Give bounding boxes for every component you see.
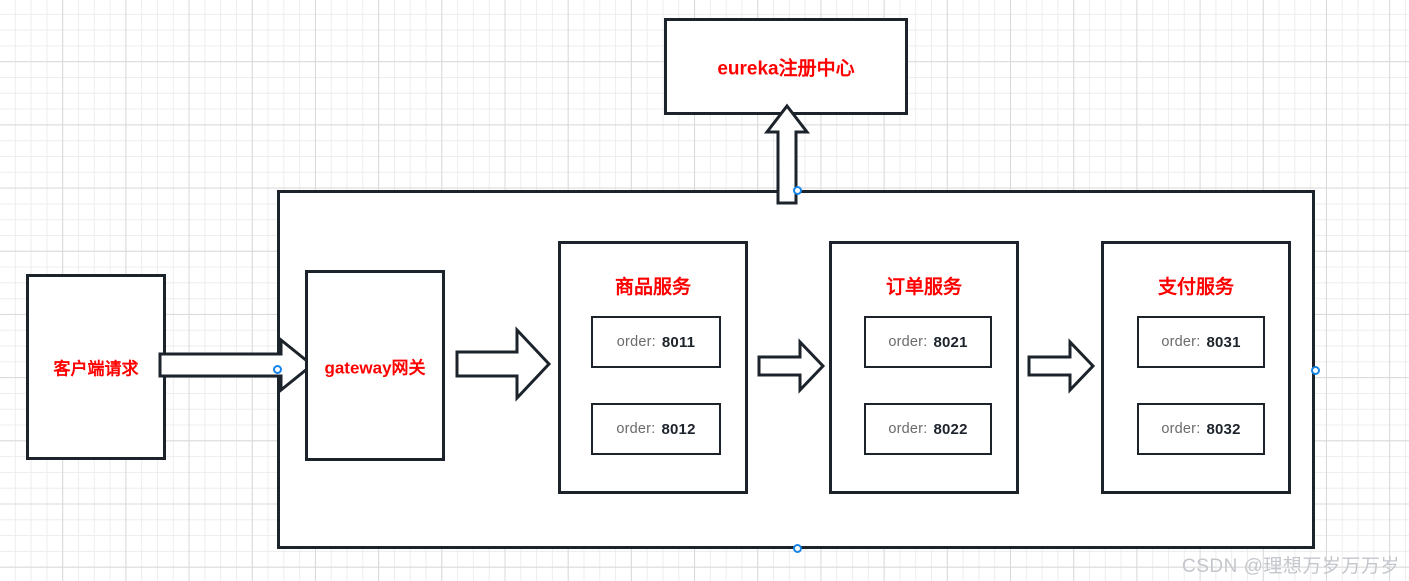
- instance-box[interactable]: order: 8032: [1137, 403, 1265, 455]
- node-client-request[interactable]: 客户端请求: [26, 274, 166, 460]
- arrow-product-to-order-service[interactable]: [757, 338, 826, 394]
- instance-key: order:: [616, 421, 656, 437]
- instance-box[interactable]: order: 8022: [864, 403, 992, 455]
- anchor-point-cluster-top[interactable]: [793, 186, 802, 195]
- gateway-label: gateway网关: [324, 358, 426, 377]
- node-order-service[interactable]: 订单服务 order: 8021 order: 8022: [829, 241, 1019, 494]
- instance-box[interactable]: order: 8021: [864, 316, 992, 368]
- anchor-point-cluster-right[interactable]: [1311, 366, 1320, 375]
- node-product-service[interactable]: 商品服务 order: 8011 order: 8012: [558, 241, 748, 494]
- instance-box[interactable]: order: 8011: [591, 316, 721, 368]
- instance-port: 8022: [933, 420, 968, 438]
- instance-port: 8012: [661, 420, 696, 438]
- product-service-label: 商品服务: [614, 277, 691, 298]
- arrow-order-to-payment-service[interactable]: [1027, 338, 1096, 394]
- instance-key: order:: [1161, 334, 1201, 350]
- instance-port: 8021: [933, 333, 968, 351]
- arrow-client-to-gateway[interactable]: [158, 336, 315, 394]
- instance-key: order:: [616, 334, 656, 350]
- payment-service-label: 支付服务: [1157, 277, 1234, 298]
- node-eureka-registry[interactable]: eureka注册中心: [664, 18, 908, 115]
- instance-port: 8032: [1206, 420, 1241, 438]
- eureka-registry-label: eureka注册中心: [717, 58, 855, 79]
- node-gateway[interactable]: gateway网关: [305, 270, 445, 461]
- arrow-gateway-to-product-service[interactable]: [455, 326, 552, 402]
- arrow-cluster-to-eureka[interactable]: [763, 103, 811, 205]
- node-payment-service[interactable]: 支付服务 order: 8031 order: 8032: [1101, 241, 1291, 494]
- instance-box[interactable]: order: 8031: [1137, 316, 1265, 368]
- anchor-point-cluster-bottom[interactable]: [793, 544, 802, 553]
- anchor-point-gateway-left[interactable]: [273, 365, 282, 374]
- instance-port: 8031: [1206, 333, 1241, 351]
- instance-key: order:: [1161, 421, 1201, 437]
- instance-key: order:: [888, 421, 928, 437]
- watermark-text: CSDN @理想万岁万万岁: [1182, 556, 1400, 577]
- client-request-label: 客户端请求: [53, 359, 139, 379]
- instance-box[interactable]: order: 8012: [591, 403, 721, 455]
- instance-key: order:: [888, 334, 928, 350]
- order-service-label: 订单服务: [885, 277, 962, 298]
- instance-port: 8011: [661, 333, 696, 351]
